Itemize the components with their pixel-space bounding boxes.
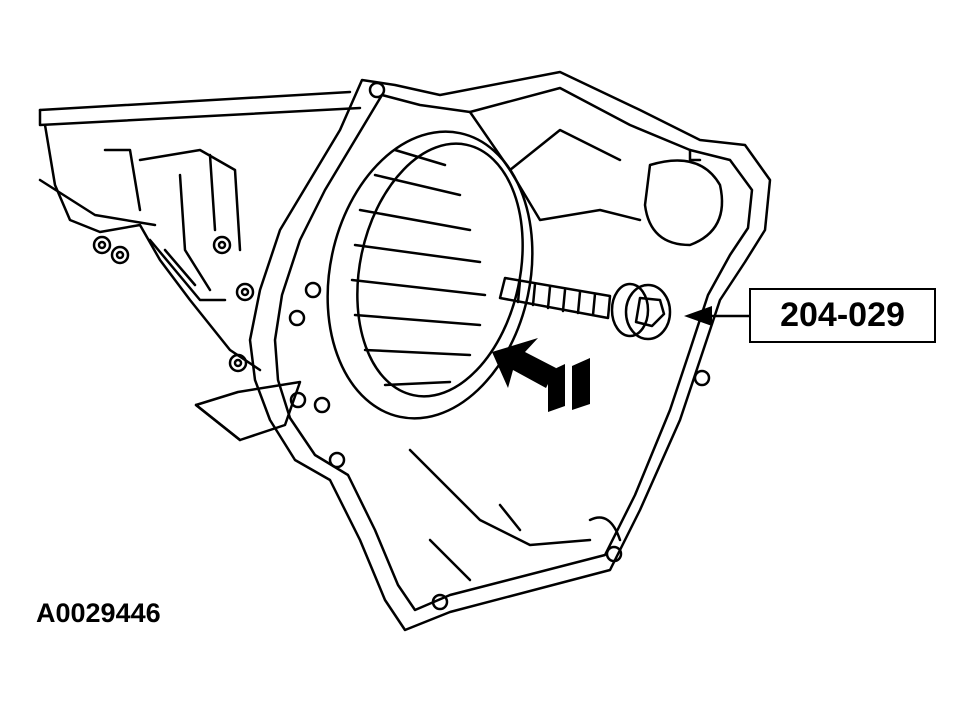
- tool-callout-label: 204-029: [749, 288, 936, 343]
- figure-id-label: A0029446: [36, 598, 161, 628]
- leader-arrow-icon: [684, 306, 749, 326]
- bell-housing: [248, 70, 772, 632]
- direction-arrow-icon: [492, 338, 590, 412]
- transmission-case-body: [38, 90, 362, 442]
- bolt-icon: [498, 276, 672, 341]
